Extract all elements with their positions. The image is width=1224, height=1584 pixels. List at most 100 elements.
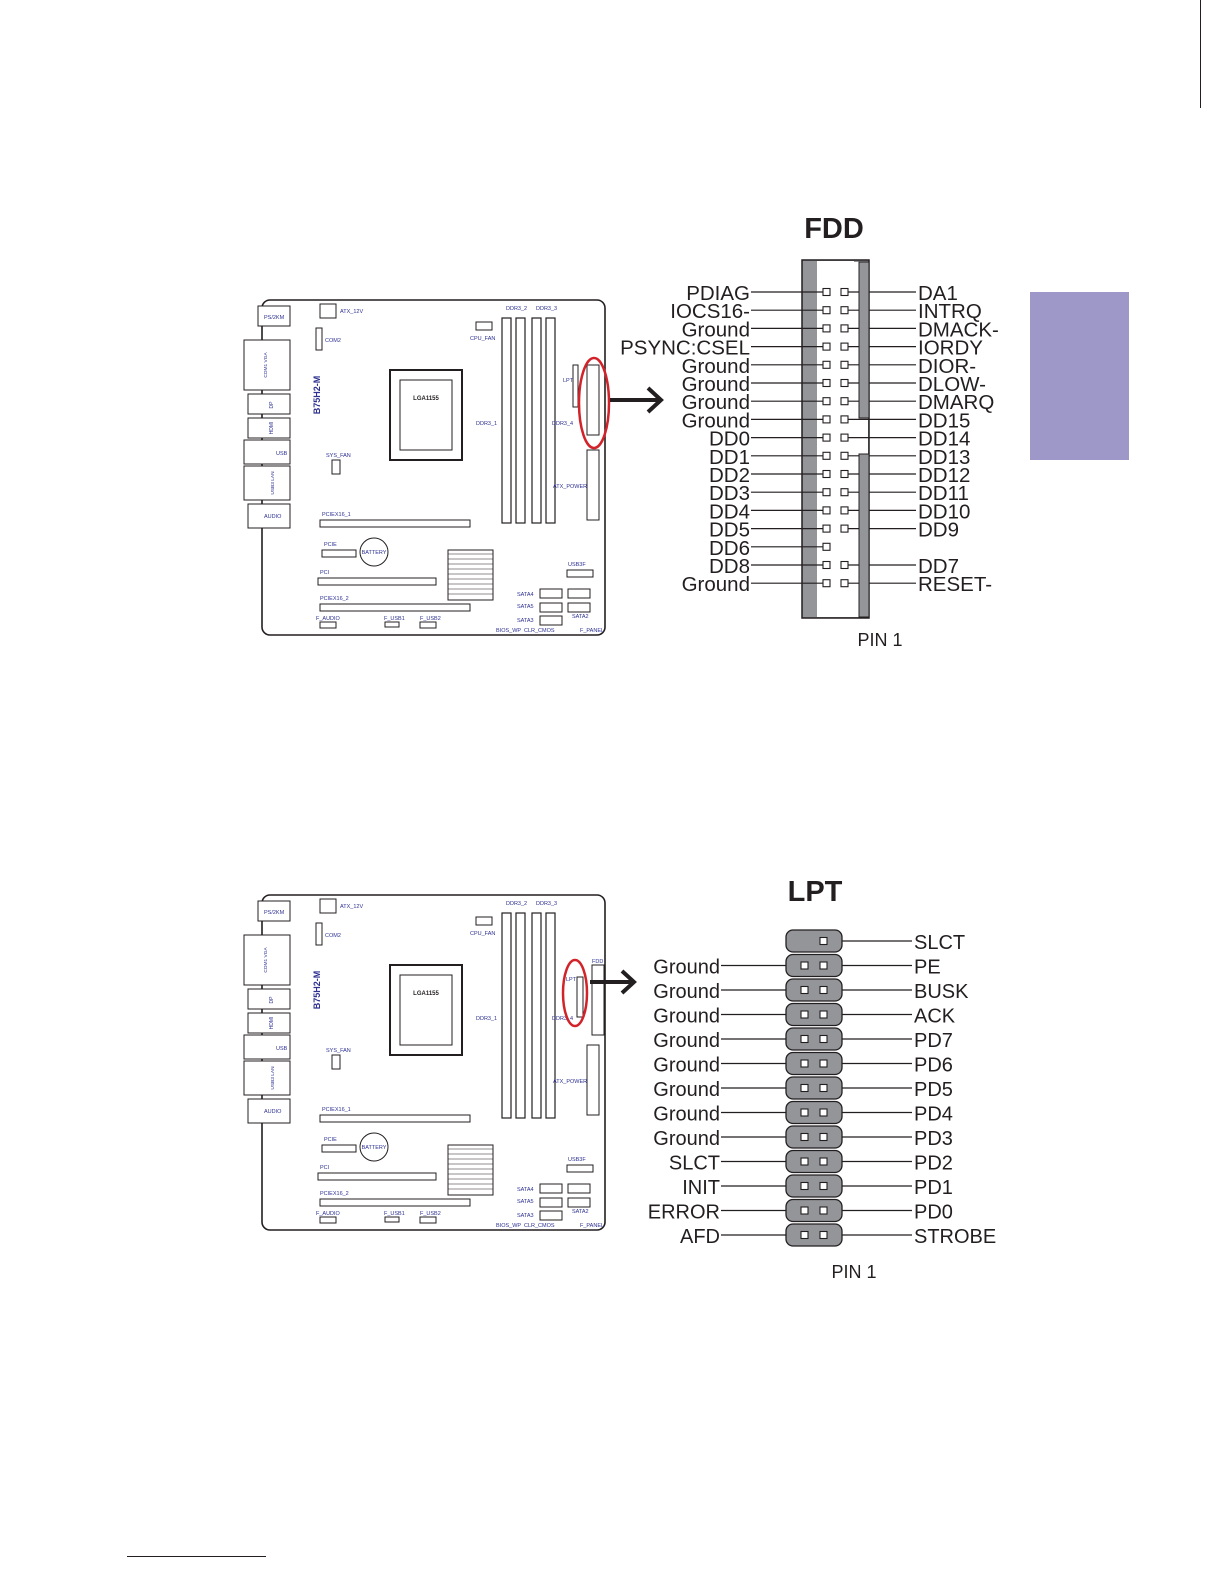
fdd-highlight-ellipse: [577, 356, 611, 450]
sata4-label: SATA4: [517, 592, 534, 598]
fdd-onboard-label: FDD: [592, 959, 603, 965]
cpu-fan-label: CPU_FAN: [470, 931, 495, 937]
lpt-right-pin-label: PD1: [914, 1177, 953, 1199]
fdd-right-pin-label: DD12: [918, 464, 970, 487]
usb3f-header: [566, 1164, 594, 1173]
sata4-port: [539, 588, 563, 599]
fdd-left-pin-label: IOCS16-: [670, 300, 750, 323]
lpt-pin-block: [785, 929, 843, 953]
lpt-left-pin-label: INIT: [682, 1177, 720, 1199]
ddr-slot: [531, 317, 542, 524]
lpt-pin-block: [785, 1002, 843, 1027]
atx12v-header: [319, 898, 337, 914]
fdd-pin-pad: [840, 469, 849, 479]
pciex16-1-label: PCIEX16_1: [322, 512, 351, 518]
lpt-left-pin-label: Ground: [653, 1128, 720, 1150]
sata2-port: [567, 1197, 591, 1208]
fdd-pin-pad: [840, 560, 849, 570]
ps2-port: [257, 900, 291, 922]
fdd-pin-pad: [822, 542, 831, 551]
fdd-right-pin-label: DD11: [918, 482, 969, 505]
f-usb1-header: [384, 1216, 400, 1223]
pcie-label: PCIE: [324, 1137, 337, 1143]
fdd-right-pin-label: DD9: [918, 519, 959, 542]
ddr3-4-label: DDR3_4: [552, 1016, 573, 1022]
lpt-right-pin-label: SLCT: [914, 932, 965, 954]
usb-label: USB: [276, 451, 288, 457]
lpt-pin-block: [785, 1198, 843, 1223]
fdd-key-lower: [858, 453, 870, 618]
lpt-pin-pad: [819, 1132, 828, 1142]
fdd-pin-pad: [840, 287, 849, 297]
atx12v-label: ATX_12V: [340, 904, 363, 910]
f-audio-label: F_AUDIO: [316, 616, 341, 622]
fdd-left-pin-label: Ground: [682, 573, 750, 596]
lpt-right-pin-label: PD7: [914, 1030, 953, 1052]
fdd-header-onboard: [591, 964, 605, 1036]
fdd-pin-pad: [822, 433, 831, 442]
footer-rule: [127, 1556, 266, 1557]
hdmi-port: [247, 1012, 291, 1034]
pcie-slot: [321, 1144, 357, 1153]
fdd-header-onboard: [586, 364, 600, 436]
fdd-right-pin-label: DIOR-: [918, 355, 976, 378]
fdd-left-pin-label: Ground: [682, 409, 750, 432]
f-usb2-header: [419, 1216, 437, 1224]
lpt-right-pin-label: PD5: [914, 1079, 953, 1101]
sata3-label: SATA3: [517, 618, 534, 624]
fdd-pin-pad: [840, 360, 849, 369]
dp-label: DP: [269, 996, 275, 1004]
f-audio-header: [319, 1216, 337, 1224]
fdd-pin-pad: [822, 560, 831, 570]
ddr-slot: [531, 912, 542, 1119]
fdd-pin-pad: [822, 524, 831, 533]
audio-label: AUDIO: [264, 514, 282, 520]
lpt-pin-pad: [819, 1157, 828, 1166]
ddr3-4-label: DDR3_4: [552, 421, 573, 427]
fdd-left-pin-label: DD0: [709, 428, 750, 451]
fdd-pin-pad: [840, 451, 849, 460]
fdd-pin-pad: [840, 488, 849, 497]
pciex16-2-label: PCIEX16_2: [320, 596, 349, 602]
ddr3-2-label: DDR3_2: [506, 901, 527, 907]
battery-label: BATTERY: [362, 1145, 387, 1151]
lpt-pin-block: [785, 1223, 843, 1247]
usb-port: [243, 1034, 291, 1060]
f-usb2-label: F_USB2: [420, 1211, 441, 1217]
f-audio-header: [319, 621, 337, 629]
fdd-left-pin-label: DD3: [709, 482, 750, 505]
cpu-fan-label: CPU_FAN: [470, 336, 495, 342]
fdd-right-pin-label: DD13: [918, 446, 970, 469]
sata3-port: [539, 615, 563, 626]
pci-slot: [317, 1172, 437, 1181]
usb-port: [243, 439, 291, 465]
usb3f-label: USB3F: [568, 562, 586, 568]
lpt-pin-block: [785, 978, 843, 1002]
pciex16-2-label: PCIEX16_2: [320, 1191, 349, 1197]
fdd-pin-pad: [822, 342, 831, 351]
fdd-pin-pad: [822, 287, 831, 297]
lpt-pin-pad: [800, 1010, 809, 1019]
lpt-pin-pad: [819, 1181, 828, 1191]
cpu-fan-header: [475, 321, 493, 331]
lpt-right-pin-label: PD4: [914, 1104, 953, 1126]
lpt-pin-pad: [800, 1230, 809, 1240]
lpt-left-pin-label: Ground: [653, 1104, 720, 1126]
lpt-pin-pad: [800, 961, 809, 970]
ddr3-2-label: DDR3_2: [506, 306, 527, 312]
fdd-left-pin-label: DD8: [709, 555, 750, 578]
atx12v-label: ATX_12V: [340, 309, 363, 315]
sata2-label: SATA2: [572, 614, 589, 620]
sata5-port: [539, 1197, 563, 1208]
lpt-pin-pad: [800, 1157, 809, 1166]
audio-label: AUDIO: [264, 1109, 282, 1115]
fdd-right-pin-label: RESET-: [918, 573, 992, 596]
clr-cmos-label: CLR_CMOS: [524, 628, 555, 634]
sata2-port: [567, 602, 591, 613]
fdd-pin-pad: [822, 306, 831, 315]
fdd-right-pin-label: DLOW-: [918, 373, 986, 396]
lpt-pin-pad: [819, 985, 828, 995]
fdd-pin-pad: [840, 378, 849, 388]
